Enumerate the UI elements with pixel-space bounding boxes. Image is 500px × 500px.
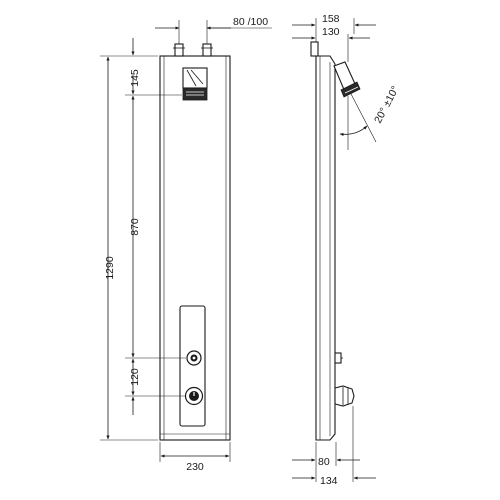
side-temperature-knob-icon [334,385,355,407]
push-button-icon [186,350,202,366]
dim-label-front-control-spacing: 120 [129,368,141,386]
water-inlet-right [201,43,213,57]
front-view [159,43,231,441]
dim-front-chain: 145 870 120 [125,38,186,415]
dim-front-top-width: 80 /100 [155,16,272,44]
dim-label-side-bottom-outer: 134 [320,475,338,487]
side-shower-head-icon [333,61,361,98]
side-push-button-icon [334,352,343,364]
dim-front-width: 230 [159,442,231,473]
dim-side-bottom-inner: 80 [292,442,360,482]
dim-label-side-depth-head: 130 [322,26,340,38]
dim-label-side-angle: 20° ±10° [372,84,402,125]
dim-side-bottom-outer: 134 [292,406,376,487]
front-panel-inner-edge [163,55,227,441]
side-panel-outline [315,55,336,441]
dim-label-front-head-offset: 145 [129,69,141,87]
side-water-inlet [310,41,319,57]
temperature-knob-icon [184,386,204,406]
control-plate [179,305,206,427]
side-view [310,41,361,441]
dim-label-front-top-width: 80 /100 [233,16,268,28]
dim-label-side-depth-max: 158 [322,13,340,25]
dim-label-front-width: 230 [186,461,204,473]
water-inlet-left [173,43,185,57]
dim-label-front-head-to-control: 870 [129,218,141,236]
dim-side-depth-head: 130 [292,26,370,62]
dim-label-front-height-total: 1290 [104,256,116,280]
dim-side-depth-max: 158 [292,13,376,42]
dim-label-side-bottom-inner: 80 [318,456,330,468]
dim-front-height-total: 1290 [100,55,158,441]
shower-head-icon [182,67,208,101]
